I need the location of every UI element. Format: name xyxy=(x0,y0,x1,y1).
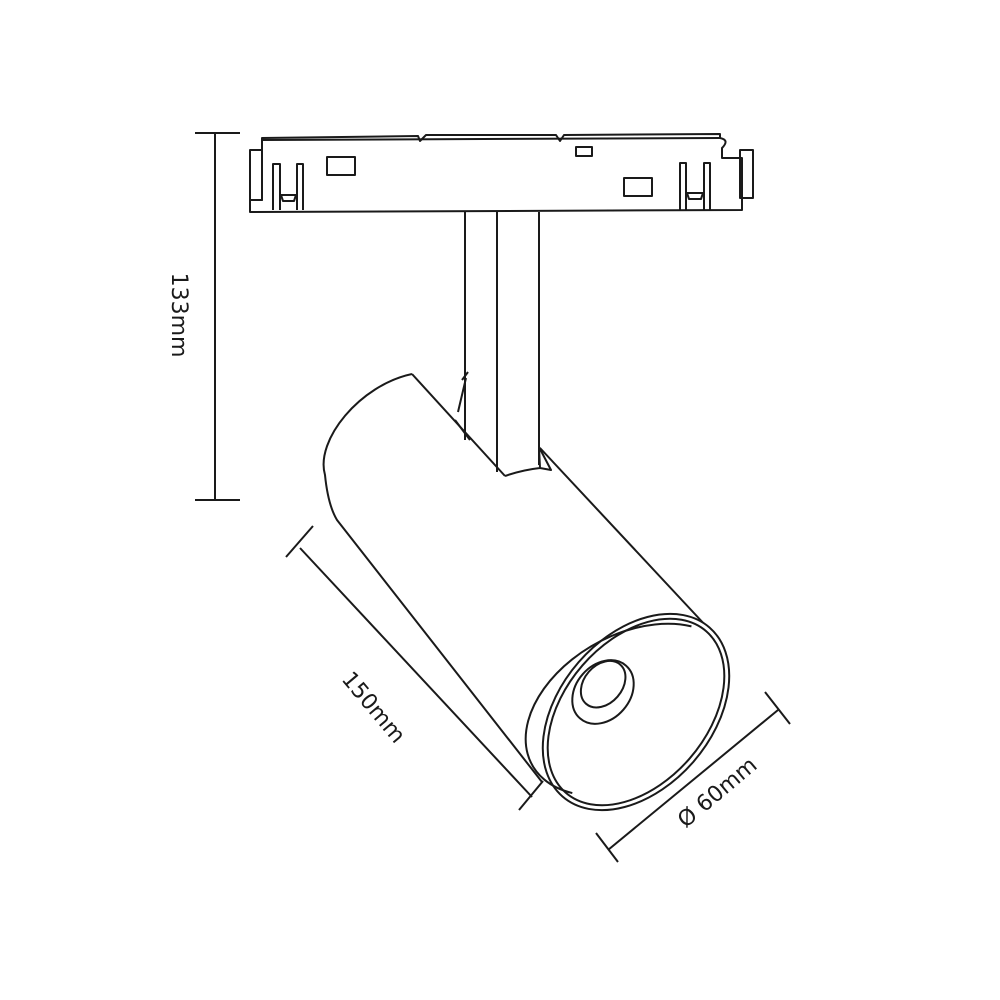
spotlight-body xyxy=(322,373,731,812)
length-dimension-line xyxy=(285,525,544,811)
diameter-dimension-line xyxy=(595,691,791,863)
height-dimension-line xyxy=(195,132,240,501)
lens xyxy=(571,659,635,725)
mounting-stem xyxy=(454,212,540,472)
track-adapter xyxy=(249,133,754,213)
length-dimension-label: 150mm xyxy=(336,667,410,748)
height-dimension-label: 133mm xyxy=(166,273,191,358)
